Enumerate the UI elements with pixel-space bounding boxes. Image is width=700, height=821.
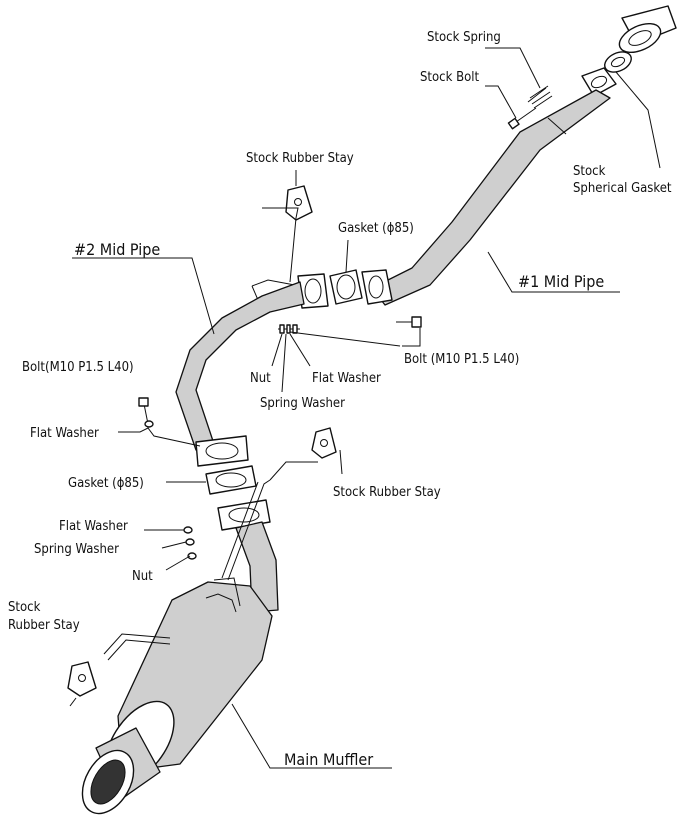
- label-stock-rubber-stay-left-2: Rubber Stay: [8, 618, 80, 633]
- label-stock-rubber-stay-left-1: Stock: [8, 600, 41, 615]
- bolt-left-part: [138, 397, 154, 428]
- stock-bolt-part: [507, 107, 537, 130]
- upper-washers-nut: [278, 324, 300, 334]
- stock-rubber-stay-left-part: [67, 661, 97, 697]
- label-nut-upper: Nut: [250, 371, 271, 386]
- label-stock-spherical-gasket-2: Spherical Gasket: [573, 181, 672, 196]
- label-stock-spring: Stock Spring: [427, 30, 501, 45]
- stock-spring-part: [527, 85, 553, 109]
- label-stock-rubber-stay-top: Stock Rubber Stay: [246, 151, 354, 166]
- label-flat-washer-lower: Flat Washer: [59, 519, 128, 534]
- mid-pipe-2: [175, 273, 329, 467]
- stock-spherical-gasket: [604, 51, 632, 73]
- label-bolt-left: Bolt(M10 P1.5 L40): [22, 360, 134, 375]
- gasket-85-lower: [205, 465, 257, 495]
- label-gasket-85-lower: Gasket (ϕ85): [68, 476, 144, 491]
- bolt-right-part: [396, 316, 422, 328]
- hanger-rod-left: [103, 633, 171, 661]
- mid-pipe-1: [361, 67, 617, 306]
- label-bolt-right: Bolt (M10 P1.5 L40): [404, 352, 519, 367]
- lower-washers-nut: [183, 526, 197, 560]
- label-flat-washer-upper: Flat Washer: [312, 371, 381, 386]
- label-stock-bolt: Stock Bolt: [420, 70, 480, 85]
- label-spring-washer-lower: Spring Washer: [34, 542, 119, 557]
- label-mid-pipe-2: #2 Mid Pipe: [74, 240, 160, 259]
- label-spring-washer-upper: Spring Washer: [260, 396, 345, 411]
- label-mid-pipe-1: #1 Mid Pipe: [518, 272, 604, 291]
- stock-rubber-stay-mid-part: [311, 427, 337, 459]
- label-gasket-85-upper: Gasket (ϕ85): [338, 221, 414, 236]
- label-stock-spherical-gasket-1: Stock: [573, 164, 606, 179]
- leader-lines: [69, 47, 661, 769]
- label-nut-lower: Nut: [132, 569, 153, 584]
- hanger-rod-mid: [221, 461, 318, 581]
- label-stock-rubber-stay-mid: Stock Rubber Stay: [333, 485, 441, 500]
- label-main-muffler: Main Muffler: [284, 750, 373, 769]
- gasket-85-upper: [329, 269, 363, 305]
- main-muffler: [81, 499, 279, 815]
- stock-rubber-stay-top-part: [285, 185, 313, 221]
- label-flat-washer-left: Flat Washer: [30, 426, 99, 441]
- stock-pipe-stub: [618, 5, 677, 54]
